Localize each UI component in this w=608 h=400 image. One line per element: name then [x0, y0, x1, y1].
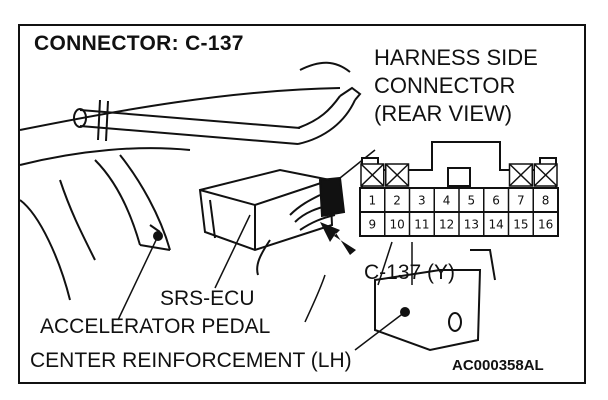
harness-side-label: HARNESS SIDE CONNECTOR (REAR VIEW) [374, 44, 538, 128]
blocked-cross [533, 163, 558, 187]
cross-bar [73, 86, 362, 145]
blocked-cross [508, 163, 533, 187]
pin-bottom-11: 11 [414, 218, 429, 232]
leader-lines [117, 149, 413, 351]
pin-bottom-9: 9 [369, 218, 377, 232]
accelerator-pedal-label: ACCELERATOR PEDAL [40, 315, 271, 338]
srs-ecu-label: SRS-ECU [160, 287, 255, 310]
accelerator-pedal [59, 154, 171, 261]
pin-top-7: 7 [517, 194, 525, 208]
pin-top-6: 6 [492, 194, 500, 208]
connector-id-label: C-137 (Y) [364, 261, 456, 284]
location-arrow [320, 222, 356, 255]
pin-bottom-10: 10 [389, 218, 404, 232]
blocked-cross [360, 163, 385, 187]
pin-bottom-12: 12 [439, 218, 454, 232]
harness-label-line-3: (REAR VIEW) [374, 101, 513, 126]
center-reinforcement-label: CENTER REINFORCEMENT (LH) [30, 349, 352, 372]
pin-top-1: 1 [369, 194, 377, 208]
harness-label-line-2: CONNECTOR [374, 73, 516, 98]
dashboard-outline [19, 61, 351, 301]
pin-top-4: 4 [443, 194, 451, 208]
diagram-frame [18, 24, 586, 384]
harness-label-line-1: HARNESS SIDE [374, 45, 538, 70]
pin-bottom-16: 16 [538, 218, 553, 232]
figure-code: AC000358AL [452, 357, 544, 374]
pin-bottom-14: 14 [488, 218, 503, 232]
pin-top-5: 5 [468, 194, 476, 208]
srs-ecu-unit [198, 168, 334, 252]
pin-top-2: 2 [393, 194, 401, 208]
blocked-cross [385, 163, 410, 187]
pin-top-3: 3 [418, 194, 426, 208]
center-reinforcement-bracket [374, 249, 496, 352]
connector-title: CONNECTOR: C-137 [34, 32, 244, 55]
pin-top-8: 8 [542, 194, 550, 208]
wire-harness [256, 176, 346, 276]
pin-bottom-13: 13 [464, 218, 479, 232]
pin-bottom-15: 15 [513, 218, 528, 232]
